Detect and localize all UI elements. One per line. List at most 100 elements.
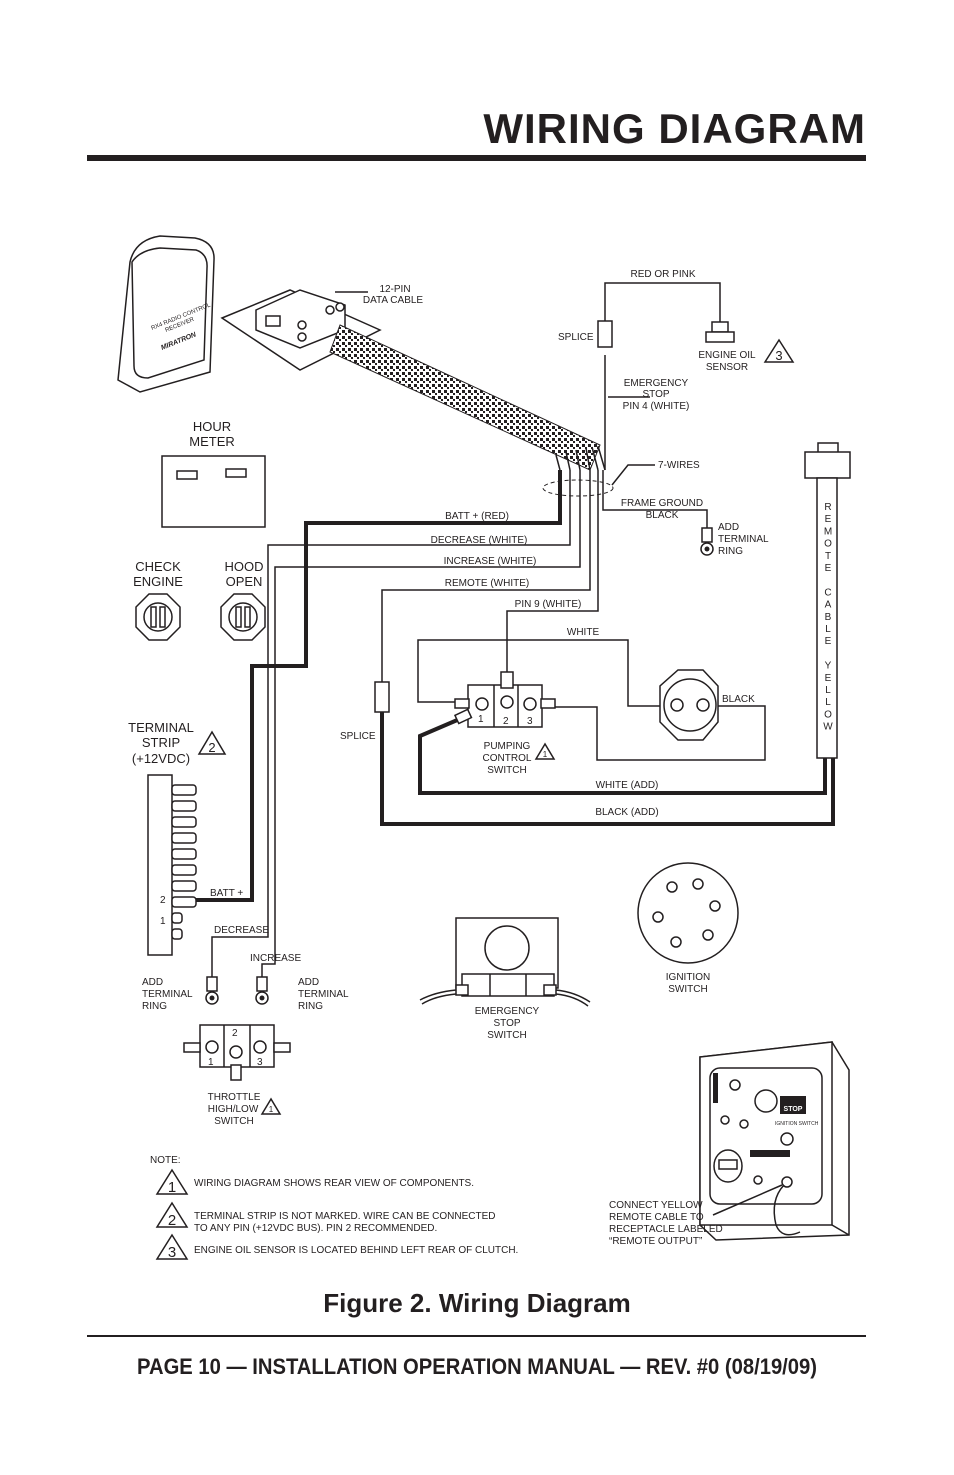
hour-meter: [161, 455, 266, 528]
pumping-switch-label-3: SWITCH: [487, 765, 526, 776]
terminal-strip-tab: [171, 912, 183, 924]
emergency-stop-switch-label-3: SWITCH: [487, 1030, 526, 1041]
marker-1-number: 1: [543, 750, 548, 759]
throttle-pin-1: 1: [208, 1057, 214, 1068]
frame-ground-label-2: BLACK: [646, 510, 679, 521]
increase-label: INCREASE: [250, 953, 301, 964]
note-marker-1-pumping: 1: [534, 742, 556, 760]
wire-frame-ground: [602, 470, 708, 530]
black-label: BLACK: [722, 694, 755, 705]
check-engine-label-1: CHECK: [135, 559, 181, 574]
throttle-pin-3: 3: [257, 1057, 263, 1068]
marker-1-number: 1: [269, 1105, 274, 1114]
remote-cable-letter: L: [825, 624, 831, 635]
pumping-pin-2: 2: [503, 716, 509, 727]
decrease-ring-label-1: ADD: [142, 977, 163, 988]
control-box: STOP IGNITION SWITCH: [699, 1041, 850, 1241]
terminal-ring-increase: [255, 976, 269, 1005]
engine-oil-sensor: [705, 321, 735, 343]
decrease-label: DECREASE: [214, 925, 269, 936]
data-cable-label-1: 12-PIN: [379, 284, 410, 295]
ground-ring-label-3: RING: [718, 546, 743, 557]
remote-cable-letter: Y: [825, 661, 832, 672]
increase-ring-label-2: TERMINAL: [298, 989, 349, 1000]
white-label: WHITE: [567, 627, 600, 638]
page-footer: PAGE 10 — INSTALLATION OPERATION MANUAL …: [137, 1354, 817, 1379]
emergency-stop-switch-label-2: STOP: [493, 1018, 520, 1029]
throttle-label-2: HIGH/LOW: [208, 1104, 259, 1115]
terminal-strip-tab: [171, 928, 183, 940]
header-rule: [87, 155, 866, 161]
strip-pin-2: 2: [160, 895, 166, 906]
pumping-switch-label-1: PUMPING: [484, 741, 531, 752]
emergency-stop-switch: [419, 917, 591, 1007]
increase-white-label: INCREASE (WHITE): [444, 556, 537, 567]
note-3-number: 3: [168, 1244, 176, 1261]
splice-top-label: SPLICE: [558, 332, 594, 343]
panel-ignition-label: IGNITION SWITCH: [775, 1121, 819, 1127]
frame-ground-label-1: FRAME GROUND: [621, 498, 703, 509]
terminal-strip-tab: [171, 784, 197, 796]
remote-cable-letter: R: [824, 502, 831, 513]
remote-cable-letter: E: [825, 514, 832, 525]
terminal-strip-label-2: STRIP: [142, 735, 180, 750]
seven-wires-label: 7-WIRES: [658, 460, 700, 471]
increase-ring-label-1: ADD: [298, 977, 319, 988]
ground-ring-label-2: TERMINAL: [718, 534, 769, 545]
hour-meter-label-1: HOUR: [193, 419, 231, 434]
note-2-text-1: TERMINAL STRIP IS NOT MARKED. WIRE CAN B…: [194, 1211, 496, 1222]
connect-yellow-label-1: CONNECT YELLOW: [609, 1200, 703, 1211]
remote-cable-letter: E: [825, 673, 832, 684]
connect-leader: [712, 1184, 783, 1216]
terminal-ring-decrease: [205, 976, 219, 1005]
terminal-strip-tab: [171, 800, 197, 812]
terminal-strip: [147, 774, 197, 956]
terminal-strip-tab: [171, 832, 197, 844]
panel-stop-label: STOP: [784, 1106, 803, 1113]
emergency-stop-switch-label-1: EMERGENCY: [475, 1006, 540, 1017]
pumping-pin-1: 1: [478, 714, 484, 725]
remote-cable-letter: T: [825, 551, 831, 562]
data-cable-label-2: DATA CABLE: [363, 295, 424, 306]
pumping-switch-label-2: CONTROL: [483, 753, 532, 764]
terminal-strip-tab: [171, 864, 197, 876]
white-add-label: WHITE (ADD): [596, 780, 659, 791]
engine-oil-sensor-label-1: ENGINE OIL: [698, 350, 756, 361]
wire-remote: [381, 470, 591, 682]
splice-top: [597, 320, 613, 348]
remote-cable-letter: O: [824, 709, 832, 720]
ignition-switch-label-2: SWITCH: [668, 984, 707, 995]
seven-wires: [542, 445, 614, 497]
batt-plus-label: BATT +: [210, 888, 243, 899]
remote-cable-letter: E: [825, 563, 832, 574]
note-1-number: 1: [168, 1179, 176, 1196]
red-or-pink-label: RED OR PINK: [630, 269, 695, 280]
note-1-text: WIRING DIAGRAM SHOWS REAR VIEW OF COMPON…: [194, 1178, 474, 1189]
wire-batt-red: [186, 470, 562, 902]
hour-meter-label-2: METER: [189, 434, 235, 449]
remote-cable-letter: C: [824, 587, 831, 598]
pin9-white-label: PIN 9 (WHITE): [515, 599, 582, 610]
emergency-stop-pin4-label-1: EMERGENCY: [624, 378, 689, 389]
terminal-strip-tab: [171, 896, 197, 908]
wire-decrease: [211, 470, 571, 977]
remote-white-label: REMOTE (WHITE): [445, 578, 529, 589]
check-engine-label-2: ENGINE: [133, 574, 183, 589]
wire-white: [417, 639, 672, 707]
wire-pin9: [506, 470, 599, 672]
pumping-control-switch: [453, 671, 556, 728]
pumping-pin-3: 3: [527, 716, 533, 727]
remote-cable-letter: W: [823, 722, 833, 733]
batt-red-label: BATT + (RED): [445, 511, 509, 522]
note-3: 3 ENGINE OIL SENSOR IS LOCATED BEHIND LE…: [155, 1233, 518, 1261]
remote-cable-letter: A: [825, 600, 832, 611]
remote-cable-letter: E: [825, 636, 832, 647]
note-marker-2-strip: 2: [197, 730, 227, 755]
footer-rule: [87, 1335, 866, 1337]
terminal-strip-tab: [171, 880, 197, 892]
throttle-label-3: SWITCH: [214, 1116, 253, 1127]
note-3-text: ENGINE OIL SENSOR IS LOCATED BEHIND LEFT…: [194, 1245, 518, 1256]
terminal-strip-label-3: (+12VDC): [132, 751, 190, 766]
remote-cable-letter: [827, 575, 830, 586]
